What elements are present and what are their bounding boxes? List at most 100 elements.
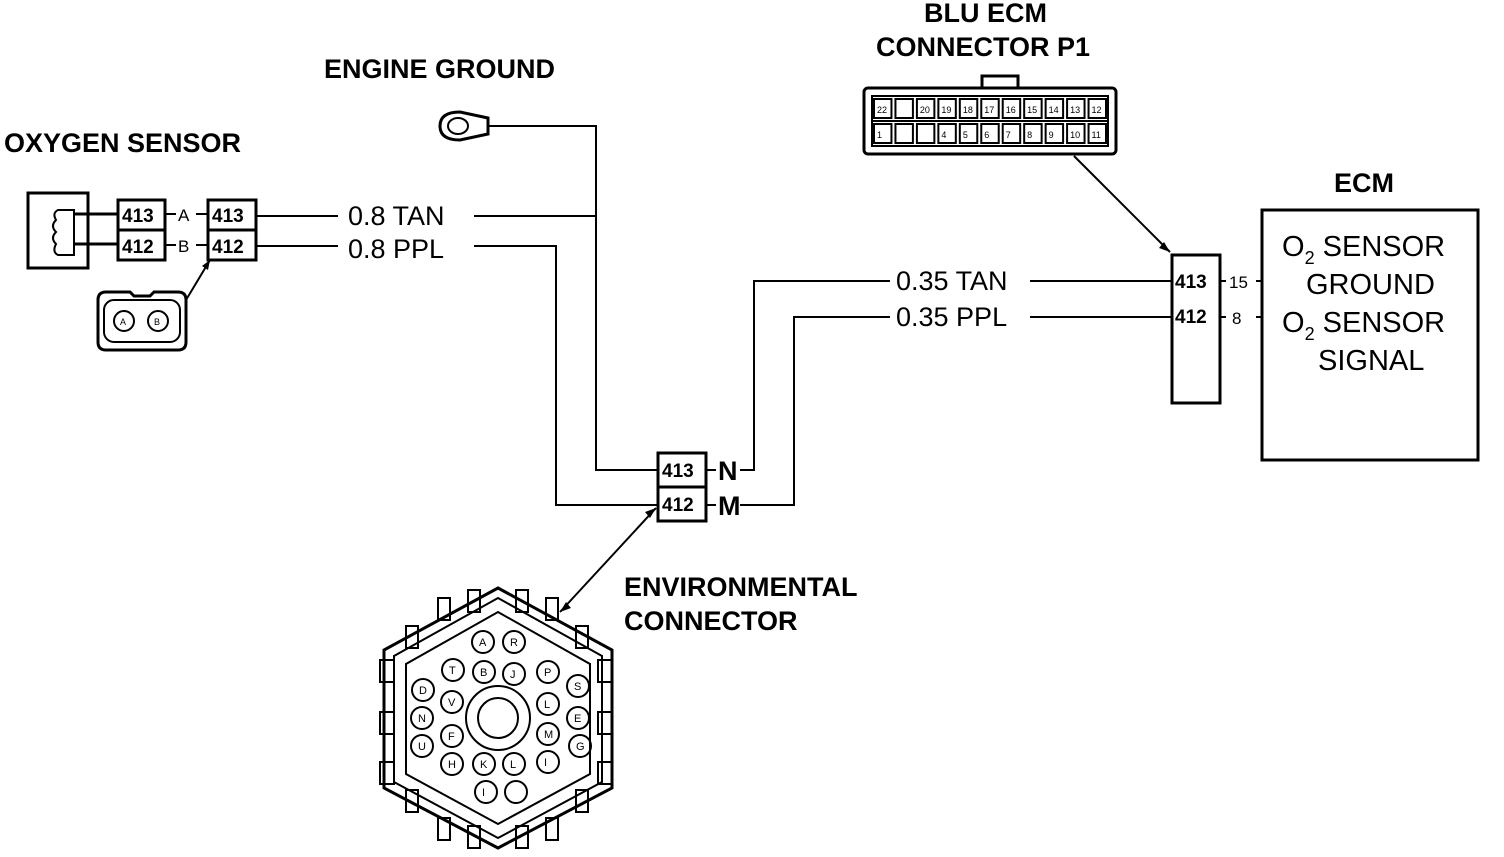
ecm-connector-cell-label: 8 xyxy=(1027,130,1032,140)
ecm-module-box: O2 SENSOR GROUND O2 SENSOR SIGNAL xyxy=(1260,208,1480,462)
ecm-connector-cell xyxy=(937,98,957,119)
wire-0-35-ppl-label: 0.35 PPL xyxy=(896,302,1007,332)
env-circuit-412: 412 xyxy=(662,495,694,516)
ecm-connector-cell xyxy=(1044,98,1065,119)
env-cavity xyxy=(471,630,495,654)
sensor-left-circuit-412: 412 xyxy=(122,237,154,258)
env-cavity-label: L xyxy=(510,759,516,771)
env-cavity-label: B xyxy=(480,667,487,679)
env-cavity-label: P xyxy=(544,667,551,679)
env-cavity-label: R xyxy=(510,637,518,649)
ecm-connector-cell-label: 19 xyxy=(941,105,951,115)
ecm-connector-cell-label: 14 xyxy=(1049,105,1059,115)
plug-pin-a: A xyxy=(120,317,126,327)
ecm-connector-cell xyxy=(1001,123,1022,144)
env-cavity xyxy=(536,692,560,716)
env-cavity-label: J xyxy=(510,669,516,681)
ecm-pin-15: 15 xyxy=(1229,273,1248,292)
plug-pin-b: B xyxy=(154,317,160,327)
ecm-connector-cell xyxy=(1023,123,1043,144)
ecm-line4: SIGNAL xyxy=(1318,345,1424,377)
ecm-connector-cell-label: 11 xyxy=(1092,130,1101,140)
oxygen-sensor-body xyxy=(26,191,120,270)
wire-ppl-route xyxy=(474,245,660,506)
ecm-line2: GROUND xyxy=(1306,269,1435,301)
env-cavity xyxy=(440,752,464,776)
env-cavity-label: D xyxy=(419,685,427,697)
ecm-label: ECM xyxy=(1334,168,1394,198)
ecm-connector-cell xyxy=(937,123,957,144)
ecm-connector-cell-label: 6 xyxy=(984,130,989,140)
sensor-pin-b: B xyxy=(178,237,189,256)
env-cavity-label: A xyxy=(479,637,487,649)
env-cavity xyxy=(502,630,526,654)
ecm-connector-cell xyxy=(873,123,893,144)
ecm-connector-cell-label: 16 xyxy=(1006,105,1016,115)
environmental-connector-box: 413 412 xyxy=(656,451,708,523)
ecm-connector-cell xyxy=(915,98,936,119)
env-cavity-label: E xyxy=(574,713,581,725)
ecm-connector-box: 413 412 xyxy=(1170,253,1222,405)
engine-ground-label: ENGINE GROUND xyxy=(324,54,555,84)
env-cavity-label: U xyxy=(418,741,426,753)
env-cavity-label: F xyxy=(448,731,455,743)
ecm-connector-cell xyxy=(1044,123,1065,144)
ecm-connector-cell xyxy=(958,98,979,119)
env-cavity-label: K xyxy=(480,759,488,771)
wire-0-8-ppl-label: 0.8 PPL xyxy=(348,234,444,264)
wire-0-8-tan-label: 0.8 TAN xyxy=(348,201,445,231)
env-cavity xyxy=(504,780,528,804)
ecm-connector-cell-label: 4 xyxy=(941,130,946,140)
env-cavity xyxy=(440,724,464,748)
environmental-label-line2: CONNECTOR xyxy=(624,606,798,636)
ecm-connector-cell xyxy=(958,123,979,144)
ecm-connector-cell xyxy=(915,123,936,144)
env-cavity xyxy=(536,722,560,746)
env-pin-n: N xyxy=(718,456,738,486)
wire-035-ppl-route xyxy=(740,316,890,506)
env-cavity xyxy=(410,734,434,758)
env-cavity xyxy=(502,662,526,686)
wire-0-35-tan-label: 0.35 TAN xyxy=(896,266,1008,296)
env-cavity-label: V xyxy=(448,697,456,709)
env-cavity-label: N xyxy=(418,713,426,725)
ecm-connector-cell-label: 17 xyxy=(984,105,994,115)
environmental-leader xyxy=(559,507,657,613)
env-cavity-label: M xyxy=(544,729,553,741)
environmental-label-line1: ENVIRONMENTAL xyxy=(624,572,858,602)
wire-tan-route xyxy=(474,215,660,471)
ecm-connector-cell-label: 1 xyxy=(877,130,882,140)
sensor-pin-a: A xyxy=(178,206,190,225)
env-cavity xyxy=(536,660,560,684)
sensor-connector-right: 413 412 xyxy=(206,198,258,262)
oxygen-sensor-label: OXYGEN SENSOR xyxy=(4,128,241,158)
env-cavity-label: H xyxy=(448,759,456,771)
ecm-connector-cell-label: 18 xyxy=(963,105,973,115)
env-cavity xyxy=(566,706,590,730)
ecm-connector-cell xyxy=(1066,98,1086,119)
sensor-right-circuit-412: 412 xyxy=(212,237,244,258)
ecm-line3: O2 SENSOR xyxy=(1282,307,1445,344)
wire-035-tan-route xyxy=(740,280,890,471)
blu-ecm-label-line2: CONNECTOR P1 xyxy=(876,32,1090,62)
env-cavity-label: I xyxy=(482,787,485,799)
env-cavity-label: I xyxy=(544,757,547,769)
ecm-connector-cell-label: 13 xyxy=(1070,105,1080,115)
ecm-connector-cell xyxy=(980,123,1000,144)
env-cavity xyxy=(568,734,592,758)
sensor-connector-left: 413 412 xyxy=(116,198,167,262)
ecm-connector-cell xyxy=(1087,98,1107,119)
env-cavity-label: L xyxy=(544,699,550,711)
sensor-left-circuit-413: 413 xyxy=(122,206,154,227)
ecm-connector-cell xyxy=(873,98,893,119)
ecm-connector-cell-label: 22 xyxy=(877,105,887,115)
ecm-connector-cell-label: 5 xyxy=(963,130,968,140)
ecm-connector-cell-label: 10 xyxy=(1070,130,1080,140)
sensor-right-circuit-413: 413 xyxy=(212,206,244,227)
env-cavity-label: G xyxy=(576,741,585,753)
env-pin-m: M xyxy=(718,491,741,521)
ecm-connector-cell xyxy=(1023,98,1043,119)
